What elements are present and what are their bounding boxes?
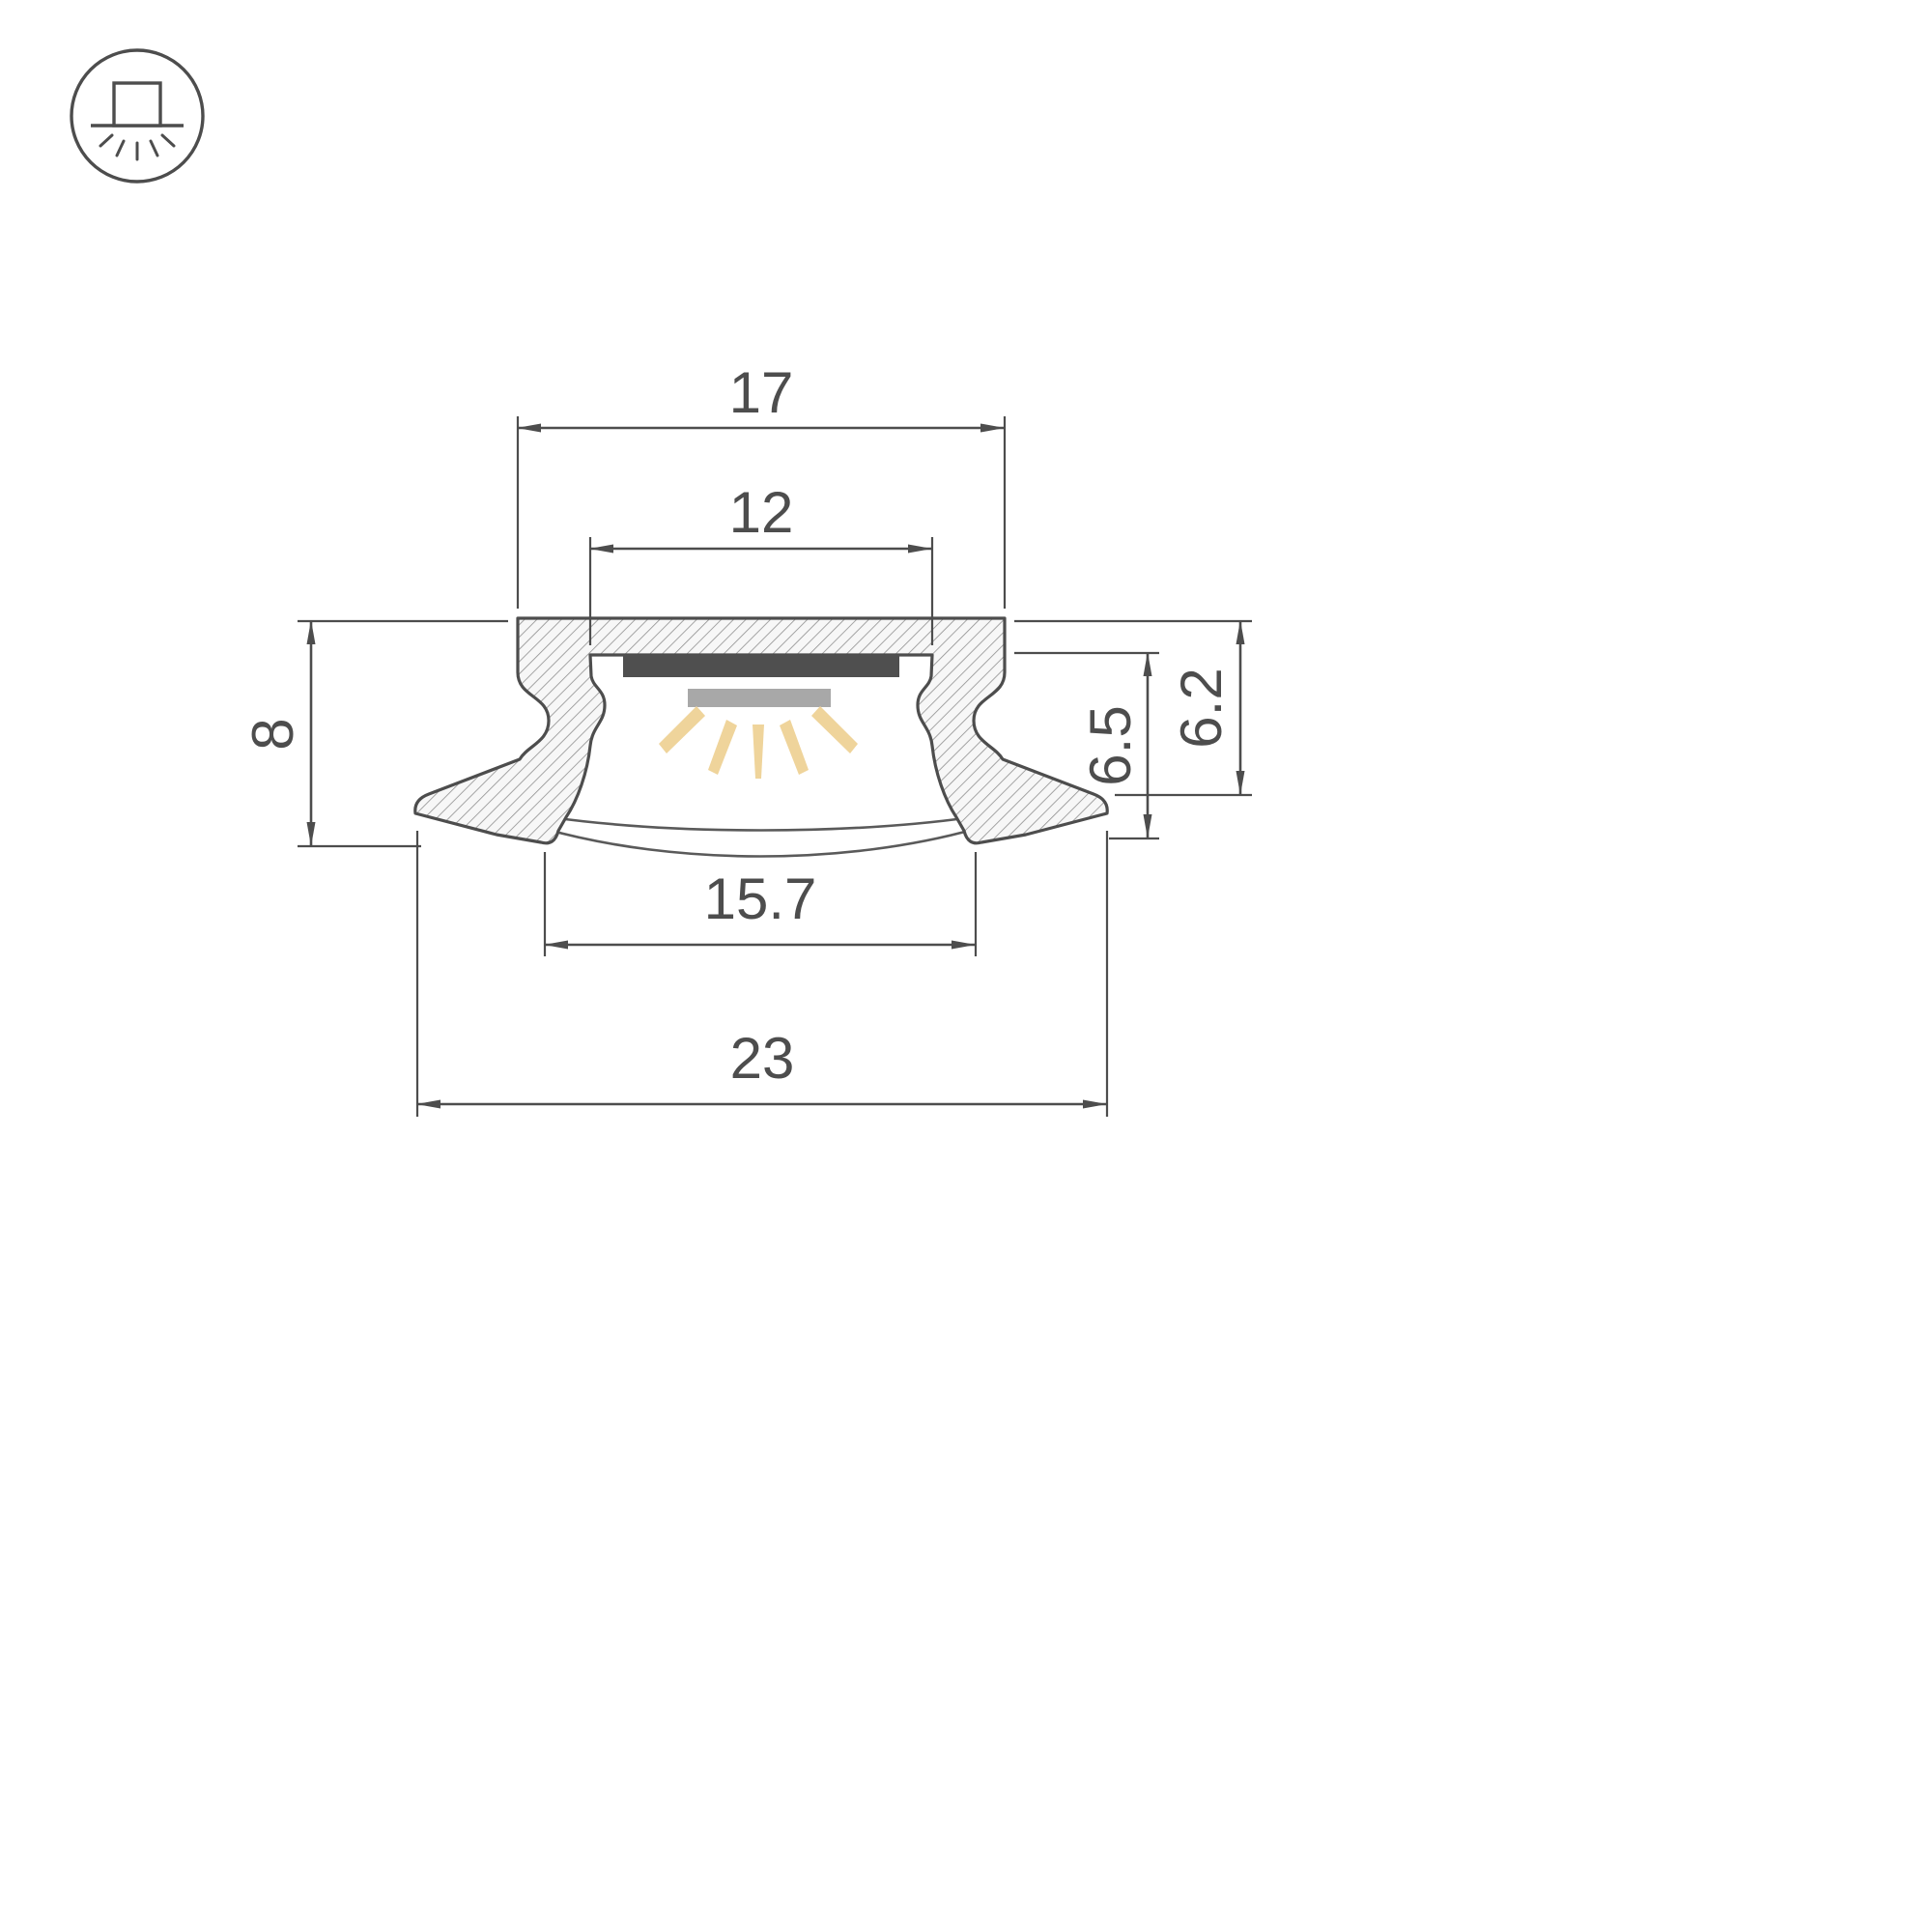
dimensions: 17 12 8 6.5 6.2 [241, 360, 1252, 1117]
dimension-diffuser-width: 15.7 [543, 852, 978, 956]
dimension-recess-depth: 6.2 [1014, 619, 1252, 797]
dimension-label-top-width: 17 [729, 360, 794, 425]
light-ray-outer-left [659, 706, 705, 753]
recessed-downlight-icon [70, 48, 205, 184]
profile-section [413, 616, 1109, 858]
dimension-overall-width: 23 [415, 831, 1109, 1117]
led-emitter-bar [688, 689, 831, 707]
light-ray-outer-right [811, 706, 858, 753]
icon-light-rays [99, 133, 176, 161]
dimension-label-inner-width: 12 [729, 480, 794, 545]
dimension-label-overall-height: 8 [241, 718, 305, 750]
light-rays [659, 706, 858, 779]
dimension-label-recess-depth: 6.2 [1169, 668, 1234, 748]
light-ray-inner-right [780, 720, 809, 775]
icon-fixture-box [112, 81, 162, 128]
aluminum-body [413, 616, 1109, 845]
led-pcb-bar [623, 655, 899, 677]
dimension-inner-height: 6.5 [1014, 651, 1159, 840]
dimension-label-diffuser-width: 15.7 [704, 867, 817, 931]
dimension-overall-height: 8 [241, 619, 508, 848]
dimension-label-overall-width: 23 [730, 1026, 795, 1091]
diffuser-lens [543, 815, 978, 858]
dimension-inner-width: 12 [588, 480, 934, 645]
light-ray-center [753, 724, 764, 779]
dimension-label-inner-height: 6.5 [1078, 705, 1143, 785]
light-ray-inner-left [708, 720, 737, 775]
dimension-top-width: 17 [516, 360, 1007, 609]
